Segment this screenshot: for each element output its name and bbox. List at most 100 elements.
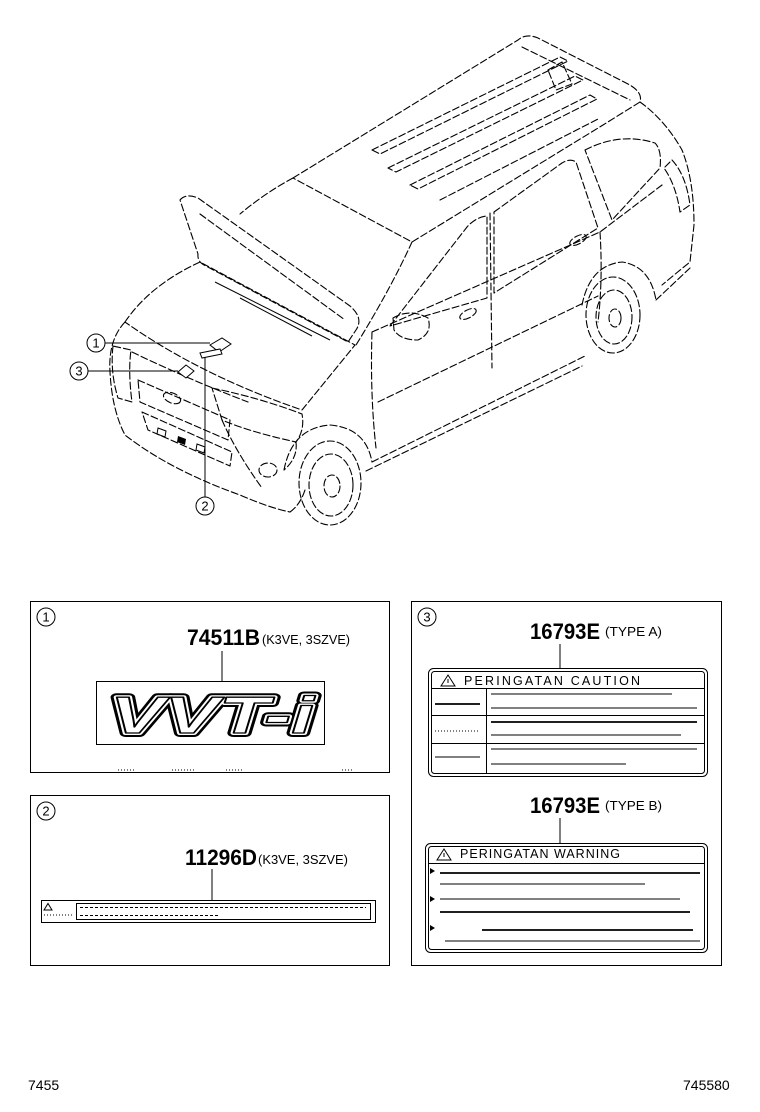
label-type-a: (TYPE A) (605, 624, 662, 639)
front-face-outline (109, 321, 291, 513)
callout-marker-1[interactable]: 1 (86, 333, 106, 353)
windshield-pillar-far (239, 177, 294, 215)
rear-quarter-window (584, 138, 661, 221)
warning-label-header: PERINGATAN WARNING (460, 847, 620, 861)
panel-3-callout-number: 3 (423, 610, 430, 625)
panel-2-warning-strip: 2 11296D (K3VE, 3SZVE) (30, 795, 390, 966)
roof-outline (292, 35, 642, 243)
panel-2-callout-number: 2 (42, 804, 49, 819)
vehicle-drawing (109, 35, 695, 526)
roof-edge-line (439, 117, 601, 201)
callout-number: 2 (201, 499, 208, 514)
row-dividers (431, 715, 704, 744)
callout-marker-2[interactable]: 2 (195, 496, 215, 516)
panel-1-frame (30, 601, 390, 773)
part-number-74511b[interactable]: 74511B (187, 625, 260, 650)
vvt-i-emblem-text: VVT-i (110, 687, 316, 745)
roof-rail (387, 75, 584, 173)
strip-label-outline (41, 900, 376, 923)
warning-label-inner-frame (428, 846, 705, 950)
rear-side-window (493, 159, 599, 294)
triangle-bullet-icon (430, 925, 435, 931)
rear-rim (595, 289, 633, 345)
warning-triangle-icon (43, 902, 53, 911)
roof-rail (371, 56, 569, 155)
rear-door-handle (569, 233, 587, 247)
panel-1-emblem: 1 74511B (K3VE, 3SZVE) VVT-i VVT-i VVT-i (30, 601, 390, 773)
front-bumper-corner (289, 489, 306, 513)
body-lower-edge (371, 355, 586, 463)
part-number-11296d[interactable]: 11296D (185, 845, 257, 870)
door-split (489, 212, 493, 369)
grille-mark (177, 436, 186, 445)
rear-door-edge (597, 231, 602, 323)
callout-number: 1 (92, 336, 99, 351)
tail-light (663, 159, 691, 213)
footer-left-code: 7455 (28, 1077, 59, 1093)
windshield-pillar-near (355, 241, 413, 346)
engine-bay-strut (214, 281, 331, 341)
triangle-bullet-icon (430, 868, 435, 874)
hood-lid-inner-line (199, 213, 346, 321)
caution-label-inner-frame (431, 671, 705, 774)
label-2-location (199, 348, 223, 359)
upper-grille (137, 379, 231, 441)
warning-label-outline (425, 843, 708, 953)
front-fender-lower (283, 441, 297, 471)
caution-label-outline (428, 668, 708, 777)
vvt-i-emblem-text-mid: VVT-i (110, 687, 316, 745)
panel-1-callout-number: 1 (42, 610, 49, 625)
emblem-label-outline (96, 681, 325, 745)
caution-label-header: PERINGATAN CAUTION (464, 674, 640, 688)
engine-applicability: (K3VE, 3SZVE) (258, 852, 348, 867)
roof-rail (409, 94, 598, 190)
engine-bay-opening (124, 261, 356, 411)
roof-antenna (547, 61, 573, 91)
fog-lamp (258, 462, 278, 478)
callout-circle (195, 496, 215, 516)
callout-marker-3[interactable]: 3 (69, 361, 89, 381)
front-wheel-arch (283, 424, 373, 471)
part-number-16793e-type-a[interactable]: 16793E (530, 619, 600, 644)
part-number-16793e-type-b[interactable]: 16793E (530, 793, 600, 818)
warning-triangle-icon (436, 848, 452, 861)
side-crease (377, 295, 599, 403)
rear-wheel-arch (581, 261, 657, 306)
label-3-location (177, 364, 195, 379)
rocker-panel (365, 365, 583, 472)
front-bumper-side (221, 419, 263, 489)
rear-hub (608, 308, 622, 328)
rear-tire (585, 276, 641, 354)
panel-3-frame (411, 601, 722, 966)
callout-circle (69, 361, 89, 381)
panel-2-frame (30, 795, 390, 966)
callout-circle (86, 333, 106, 353)
panel-3-caution-labels: 3 16793E (TYPE A) PERINGATAN CAUTION 167… (411, 601, 722, 966)
engine-bay-strut (239, 297, 313, 337)
rear-lower-edge (655, 267, 691, 301)
panel-3-callout-circle (417, 607, 437, 627)
engine-applicability: (K3VE, 3SZVE) (262, 632, 350, 647)
vehicle-callouts: 1 3 2 (69, 333, 232, 516)
front-door-edge (370, 331, 377, 449)
triangle-bullet-icon (430, 896, 435, 902)
footer-right-code: 745580 (683, 1077, 730, 1093)
panel-1-callout-circle (36, 607, 56, 627)
side-beltline (371, 184, 663, 333)
rear-outline (639, 101, 695, 286)
panel-2-callout-circle (36, 801, 56, 821)
front-tire (298, 440, 362, 526)
grille-mark (156, 427, 167, 438)
grille-top-bar (131, 351, 249, 403)
front-side-window (389, 215, 488, 327)
far-headlight (111, 345, 133, 403)
grille-mark (195, 443, 206, 454)
front-rim (308, 453, 354, 517)
warning-triangle-icon (440, 674, 456, 687)
front-door-handle (459, 307, 477, 321)
lower-grille (141, 411, 233, 467)
hood-lid-open (179, 195, 360, 343)
front-emblem (162, 391, 182, 405)
front-hub (323, 474, 341, 498)
